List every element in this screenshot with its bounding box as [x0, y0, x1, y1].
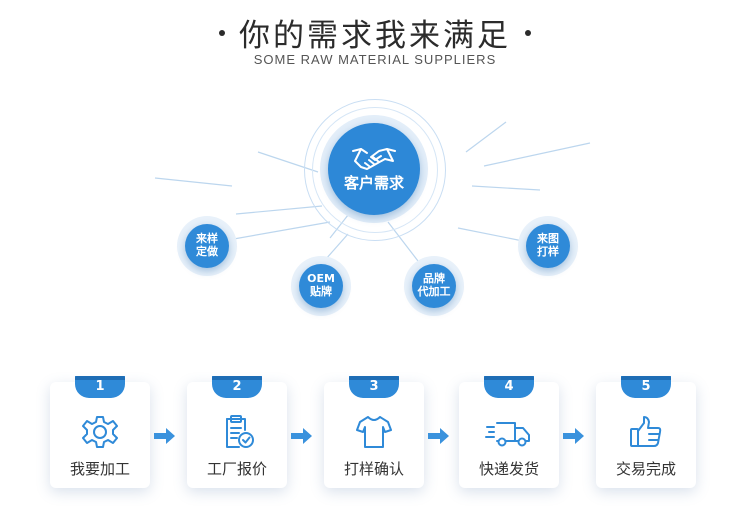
ray-line — [457, 227, 529, 243]
ray-line — [235, 205, 323, 215]
arrow-right-icon — [563, 428, 584, 444]
center-core: 客户需求 — [328, 123, 420, 215]
ray-line — [471, 185, 541, 191]
service-line1: 来样 — [196, 232, 218, 246]
thumbs-up-icon — [630, 416, 662, 447]
step-label: 工厂报价 — [206, 460, 267, 478]
service-core: 来样 定做 — [185, 224, 229, 268]
step-number: 3 — [349, 376, 399, 398]
center-ring — [304, 99, 446, 241]
clipboard-check-icon — [226, 415, 254, 448]
service-bubble-sample: 来样 定做 — [177, 216, 237, 276]
service-bubble-brand: 品牌 代加工 — [404, 256, 464, 316]
page-title: 你的需求我来满足 — [219, 10, 531, 55]
step-card-4: 4 快递发货 — [459, 376, 559, 488]
step-card-1: 1 我要加工 — [50, 376, 150, 488]
title-area: 你的需求我来满足 — [0, 10, 750, 55]
center-bubble: 客户需求 — [304, 99, 446, 241]
step-card-3: 3 打样确认 — [324, 376, 424, 488]
service-core: 品牌 代加工 — [412, 264, 456, 308]
service-core: OEM 贴牌 — [299, 264, 343, 308]
service-line1: 来图 — [537, 232, 559, 246]
service-bubble-drawing: 来图 打样 — [518, 216, 578, 276]
step-number: 5 — [621, 376, 671, 398]
service-core: 来图 打样 — [526, 224, 570, 268]
ray-line — [483, 142, 591, 167]
ray-line — [465, 121, 507, 153]
handshake-icon — [352, 148, 396, 171]
arrow-right-icon — [428, 428, 449, 444]
center-ring — [312, 107, 438, 233]
arrow-right-icon — [154, 428, 175, 444]
service-line2: 打样 — [537, 245, 559, 258]
step-number: 2 — [212, 376, 262, 398]
step-label: 我要加工 — [69, 460, 130, 478]
step-number: 1 — [75, 376, 125, 398]
service-bubble-oem: OEM 贴牌 — [291, 256, 351, 316]
step-card-2: 2 工厂报价 — [187, 376, 287, 488]
page-title-text: 你的需求我来满足 — [239, 18, 511, 54]
step-label: 交易完成 — [615, 460, 676, 478]
step-number: 4 — [484, 376, 534, 398]
arrow-right-icon — [291, 428, 312, 444]
step-label: 快递发货 — [478, 460, 539, 478]
tshirt-icon — [356, 416, 392, 448]
service-line2: 定做 — [196, 245, 218, 258]
title-dot-right — [525, 29, 531, 36]
gear-icon — [82, 416, 118, 448]
service-line1: OEM — [307, 272, 335, 286]
step-card-5: 5 交易完成 — [596, 376, 696, 488]
step-label: 打样确认 — [343, 460, 404, 478]
page-subtitle: SOME RAW MATERIAL SUPPLIERS — [253, 52, 497, 67]
title-dot-left — [219, 29, 225, 36]
service-line1: 品牌 — [423, 272, 445, 286]
delivery-truck-icon — [485, 422, 530, 447]
ray-line — [227, 221, 331, 241]
service-line2: 代加工 — [417, 285, 451, 298]
center-label: 客户需求 — [343, 174, 404, 193]
service-line2: 贴牌 — [310, 285, 332, 298]
ray-line — [154, 177, 233, 187]
